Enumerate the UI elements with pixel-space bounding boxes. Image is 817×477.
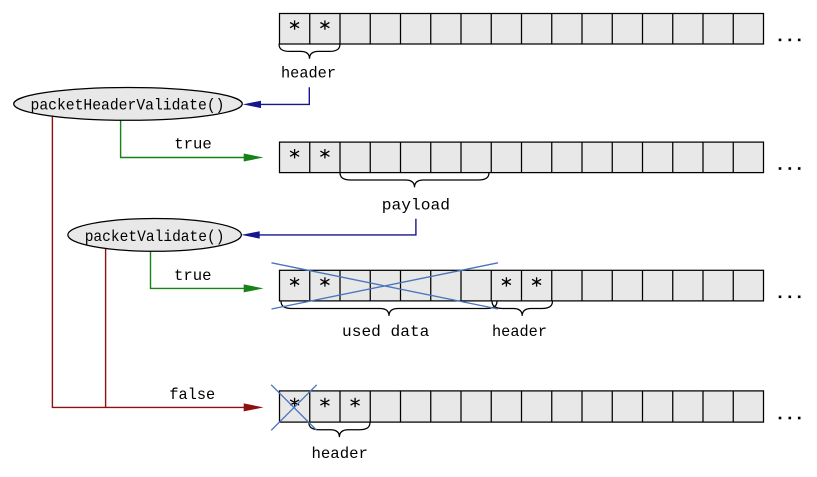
svg-text:used data: used data [342,323,430,341]
svg-text:packetHeaderValidate(): packetHeaderValidate() [31,97,225,115]
svg-text:header: header [281,65,336,83]
svg-text:true: true [174,136,212,154]
svg-text:header: header [492,323,547,341]
svg-text:false: false [169,386,215,404]
svg-text:packetValidate(): packetValidate() [85,228,225,246]
svg-text:header: header [311,445,368,463]
svg-text:true: true [174,267,212,285]
svg-text:payload: payload [382,197,450,215]
